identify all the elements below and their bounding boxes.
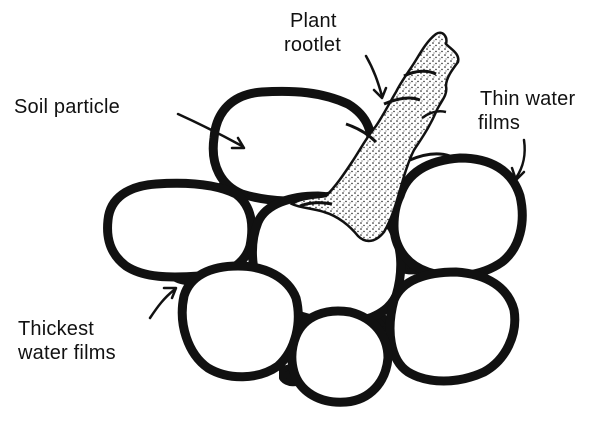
soil-particles [108, 91, 523, 402]
label-thin-water-films-line1: Thin water [480, 88, 575, 111]
label-thickest-water-films-line2: water films [18, 342, 116, 365]
soil-particle-right-lower [390, 272, 515, 381]
soil-particle-bottom-middle [292, 311, 388, 402]
label-soil-particle: Soil particle [14, 96, 120, 119]
label-plant-rootlet-line1: Plant [290, 10, 337, 33]
curved-arrow-icon [150, 290, 174, 318]
soil-particle-right-upper [394, 158, 522, 276]
label-plant-rootlet-line2: rootlet [284, 34, 341, 57]
soil-particle-bottom-left [182, 266, 298, 377]
label-thickest-water-films-line1: Thickest [18, 318, 94, 341]
label-thin-water-films-line2: films [478, 112, 520, 135]
